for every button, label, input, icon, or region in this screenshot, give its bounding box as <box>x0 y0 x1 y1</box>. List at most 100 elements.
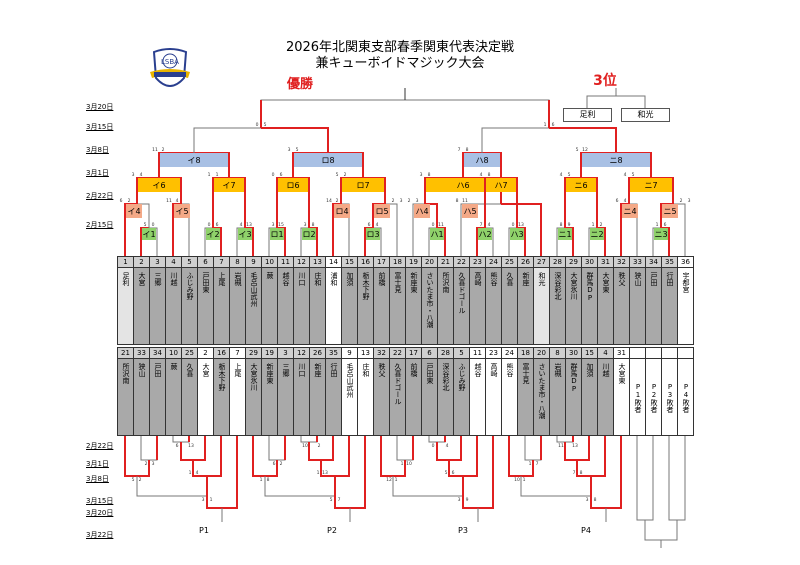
team-number: 30 <box>566 348 581 359</box>
score: 8 <box>580 470 583 476</box>
match-label: イ4 <box>127 207 140 216</box>
date-label: 3月15日 <box>86 497 114 505</box>
score: 6 <box>120 198 123 204</box>
team-number: 22 <box>390 348 405 359</box>
score: 3 <box>202 497 205 503</box>
team-name: 秩父 <box>618 272 626 286</box>
team-column: P4敗者 <box>677 348 694 435</box>
team-name: 毛呂山武州 <box>250 272 258 307</box>
score: 9 <box>466 497 469 503</box>
team-name: 川口 <box>298 272 306 286</box>
team-name: 前橋 <box>378 272 386 286</box>
score: 5 <box>576 147 579 153</box>
score: 11 <box>558 443 564 449</box>
team-number: 6 <box>422 348 437 359</box>
team-number: 30 <box>582 257 597 268</box>
team-number: 23 <box>470 257 485 268</box>
team-name: 足利 <box>122 272 130 286</box>
match-label: ニ7 <box>644 181 657 190</box>
score: 5 <box>568 172 571 178</box>
score: 4 <box>624 172 627 178</box>
team-name: 庄和 <box>362 363 370 377</box>
score: 15 <box>278 222 284 228</box>
score: 0 <box>152 222 155 228</box>
team-number: 26 <box>310 348 325 359</box>
score: 6 <box>280 172 283 178</box>
team-number: 27 <box>534 257 549 268</box>
team-name: 戸田 <box>650 272 658 286</box>
team-number: 22 <box>454 257 469 268</box>
score: 0 <box>256 122 259 128</box>
score: 1 <box>401 461 404 467</box>
team-name: P1敗者 <box>634 383 642 413</box>
champion-label: 優勝 <box>286 77 313 92</box>
date-label: 2月22日 <box>86 192 114 200</box>
match-box-round1 <box>558 228 572 240</box>
score: 11 <box>166 198 172 204</box>
date-label: 2月15日 <box>86 221 114 229</box>
match-label: ニ8 <box>609 156 622 165</box>
score: 0 <box>272 172 275 178</box>
score: 3 <box>132 172 135 178</box>
match-label: ロ5 <box>375 207 388 216</box>
date-label: 3月15日 <box>86 123 114 131</box>
score: 6 <box>616 198 619 204</box>
score: 5 <box>264 122 267 128</box>
match-label: ニ6 <box>574 181 587 190</box>
score: 1 <box>210 497 213 503</box>
score: 8 <box>312 222 315 228</box>
team-name: 加須 <box>346 272 354 286</box>
score: 6 <box>452 470 455 476</box>
team-name: 新座東 <box>266 363 274 384</box>
team-number: 10 <box>166 348 181 359</box>
match-label: ハ8 <box>475 156 488 165</box>
team-number: 3 <box>278 348 293 359</box>
score: 1 <box>189 470 192 476</box>
team-number: 6 <box>198 257 213 268</box>
team-name: 久喜 <box>186 363 194 377</box>
team-number: 15 <box>582 348 597 359</box>
score: 11 <box>152 147 158 153</box>
score: 3 <box>304 222 307 228</box>
match-label: イ7 <box>222 181 235 190</box>
score: 2 <box>336 198 339 204</box>
score: 0 <box>208 222 211 228</box>
match-box-round1 <box>302 228 316 240</box>
score: 1 <box>395 477 398 483</box>
bracket-line <box>668 426 686 521</box>
score: 1 <box>208 172 211 178</box>
team-number: 20 <box>534 348 549 359</box>
score: 6 <box>552 122 555 128</box>
final-label-p2: P2 <box>327 526 337 535</box>
score: 7 <box>458 147 461 153</box>
team-name: 新座東 <box>410 272 418 293</box>
match-label: ニ2 <box>590 230 603 239</box>
match-box-round4 <box>294 153 362 167</box>
score: 13 <box>572 443 578 449</box>
match-label: イ6 <box>152 181 165 190</box>
bracket-line <box>261 127 329 153</box>
score: 4 <box>176 198 179 204</box>
match-box-round4 <box>464 153 500 167</box>
team-number <box>678 348 693 359</box>
page-title-line2: 兼キューボイドマジック大会 <box>315 56 485 71</box>
match-label: ロ1 <box>270 230 283 239</box>
